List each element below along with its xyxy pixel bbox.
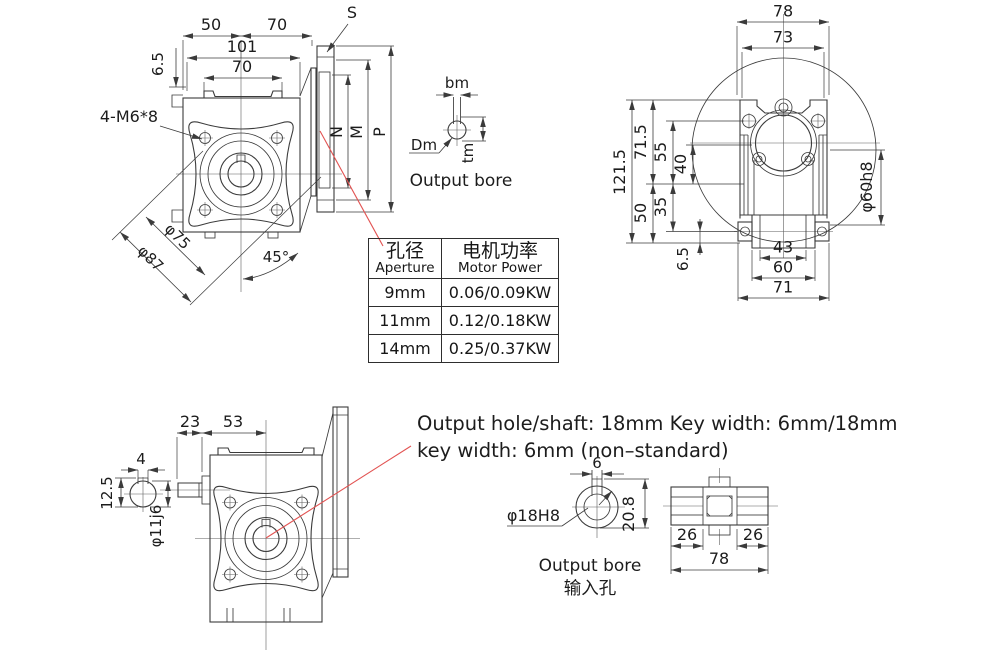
header-power-cn: 电机功率 — [461, 240, 538, 262]
dim-71-5: 71.5 — [631, 124, 650, 160]
annotation-line2: key width: 6mm (non–standard) — [417, 439, 729, 462]
dim-50-right: 50 — [631, 203, 650, 223]
dim-55: 55 — [651, 142, 670, 162]
aperture-power-table: 孔径 Aperture 电机功率 Motor Power 9mm 0.06/0.… — [368, 238, 559, 363]
dim-70-face: 70 — [232, 57, 252, 76]
table-row: 9mm 0.06/0.09KW — [368, 278, 559, 307]
output-bore-title: Output bore — [410, 171, 513, 191]
table-row: 14mm 0.25/0.37KW — [368, 334, 559, 363]
dim-20-8: 20.8 — [619, 496, 638, 532]
header-power-en: Motor Power — [457, 260, 543, 276]
dim-40: 40 — [671, 154, 690, 174]
dim-101: 101 — [227, 37, 258, 56]
dim-6-5-right: 6.5 — [674, 247, 692, 271]
dim-m: M — [347, 125, 366, 139]
angle-45: 45° — [263, 248, 290, 266]
dim-dm: Dm — [411, 136, 437, 154]
output-bore-title-cn: 输入孔 — [564, 579, 617, 599]
dim-bm: bm — [445, 74, 469, 92]
dim-43: 43 — [773, 238, 793, 257]
dim-60: 60 — [773, 258, 793, 277]
dim-53: 53 — [223, 412, 243, 431]
table-header-aperture: 孔径 Aperture — [368, 238, 442, 279]
dia-87: φ87 — [134, 242, 167, 275]
aperture-value: 11mm — [368, 306, 442, 335]
dia-75: φ75 — [161, 220, 194, 253]
dim-n: N — [327, 126, 346, 138]
table-row: 11mm 0.12/0.18KW — [368, 306, 559, 335]
power-value: 0.06/0.09KW — [441, 278, 559, 307]
dim-6-key: 6 — [592, 454, 602, 472]
header-aperture-cn: 孔径 — [385, 240, 424, 262]
dia-60h8: φ60h8 — [857, 161, 876, 212]
output-bore-detail-top: bm tm Dm Output bore — [409, 74, 512, 191]
dia-18h8: φ18H8 — [507, 506, 560, 525]
dim-78-shaft: 78 — [709, 549, 729, 568]
dim-tm: tm — [459, 143, 477, 164]
leader-output-shaft — [265, 445, 412, 539]
aperture-value: 14mm — [368, 334, 442, 363]
dim-s: S — [347, 3, 357, 22]
dim-73: 73 — [773, 28, 793, 47]
dia-11j6: φ11j6 — [147, 505, 165, 548]
dim-70-top: 70 — [267, 15, 287, 34]
dim-26-right: 26 — [743, 525, 763, 544]
top-left-view: 50 70 101 70 6.5 4-M6*8 S N M P φ75 φ87 — [100, 3, 394, 306]
dim-12-5: 12.5 — [98, 476, 116, 509]
dim-50: 50 — [201, 15, 221, 34]
aperture-value: 9mm — [368, 278, 442, 307]
header-aperture-en: Aperture — [375, 260, 435, 276]
bottom-left-view: 4 12.5 φ11j6 23 53 — [98, 406, 412, 650]
output-bore-title-en: Output bore — [539, 556, 642, 576]
dim-78: 78 — [773, 2, 793, 21]
top-right-view: 78 73 121.5 71.5 55 40 50 35 6.5 43 60 7… — [610, 2, 885, 301]
power-value: 0.25/0.37KW — [441, 334, 559, 363]
dim-26-left: 26 — [677, 525, 697, 544]
shaft-section-view: 26 26 78 — [663, 468, 778, 574]
dim-p: P — [370, 127, 389, 137]
bolt-callout: 4-M6*8 — [100, 107, 158, 126]
annotation-line1: Output hole/shaft: 18mm Key width: 6mm/1… — [417, 412, 897, 435]
output-bore-detail-bottom: 6 φ18H8 20.8 Output bore 输入孔 — [507, 454, 649, 599]
power-value: 0.12/0.18KW — [441, 306, 559, 335]
output-shaft-annotation: Output hole/shaft: 18mm Key width: 6mm/1… — [417, 412, 897, 462]
dim-71: 71 — [773, 278, 793, 297]
dim-4: 4 — [136, 450, 146, 468]
dim-35: 35 — [651, 197, 670, 217]
dim-121-5: 121.5 — [610, 149, 629, 195]
table-header-power: 电机功率 Motor Power — [441, 238, 559, 279]
dim-23: 23 — [180, 412, 200, 431]
leader-aperture — [319, 130, 384, 247]
dim-6-5: 6.5 — [149, 52, 167, 76]
